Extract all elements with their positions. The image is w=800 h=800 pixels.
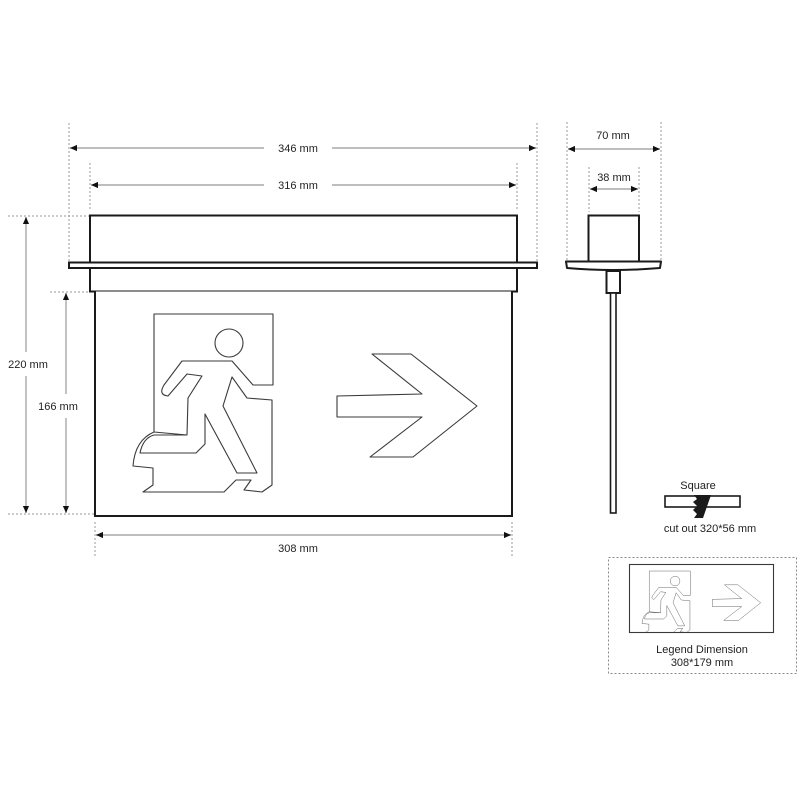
- dimension-label-flange-depth: 70 mm: [596, 130, 630, 142]
- cutout-detail: Square cut out 320*56 mm: [664, 480, 756, 535]
- cutout-break-icon: [693, 495, 711, 518]
- side-flange: [565, 260, 662, 271]
- dimension-label-overall-width: 346 mm: [278, 143, 318, 155]
- housing-top-box: [89, 214, 518, 264]
- dimension-346: 346 mm: [70, 143, 536, 155]
- dimension-220: 220 mm: [8, 217, 48, 513]
- legend-dimension-box: Legend Dimension 308*179 mm: [608, 557, 797, 674]
- legend-size: 308*179 mm: [671, 657, 733, 669]
- front-view: 346 mm 316 mm 220 mm 166 mm 308 mm: [8, 123, 538, 558]
- legend-panel: [94, 291, 513, 517]
- side-housing-box: [587, 214, 640, 263]
- side-neck: [605, 270, 621, 294]
- housing-lower-band: [89, 267, 518, 293]
- side-panel-edge: [609, 292, 617, 514]
- dimension-166: 166 mm: [38, 293, 78, 513]
- cutout-shape-label: Square: [680, 480, 715, 492]
- dimension-label-housing-depth: 38 mm: [597, 172, 631, 184]
- dimension-label-housing-width: 316 mm: [278, 180, 318, 192]
- dimension-316: 316 mm: [91, 180, 516, 192]
- legend-title: Legend Dimension: [656, 644, 748, 656]
- side-view: 70 mm 38 mm: [565, 122, 662, 514]
- dimension-308: 308 mm: [96, 531, 511, 555]
- dimension-label-overall-height: 220 mm: [8, 359, 48, 371]
- dimension-38: 38 mm: [590, 172, 638, 193]
- dimension-label-panel-height: 166 mm: [38, 401, 78, 413]
- legend-dashed-frame: [608, 557, 797, 674]
- cutout-caption: cut out 320*56 mm: [664, 523, 756, 535]
- dimension-label-panel-width: 308 mm: [278, 543, 318, 555]
- legend-preview-frame: [628, 563, 775, 634]
- dimension-70: 70 mm: [568, 130, 660, 153]
